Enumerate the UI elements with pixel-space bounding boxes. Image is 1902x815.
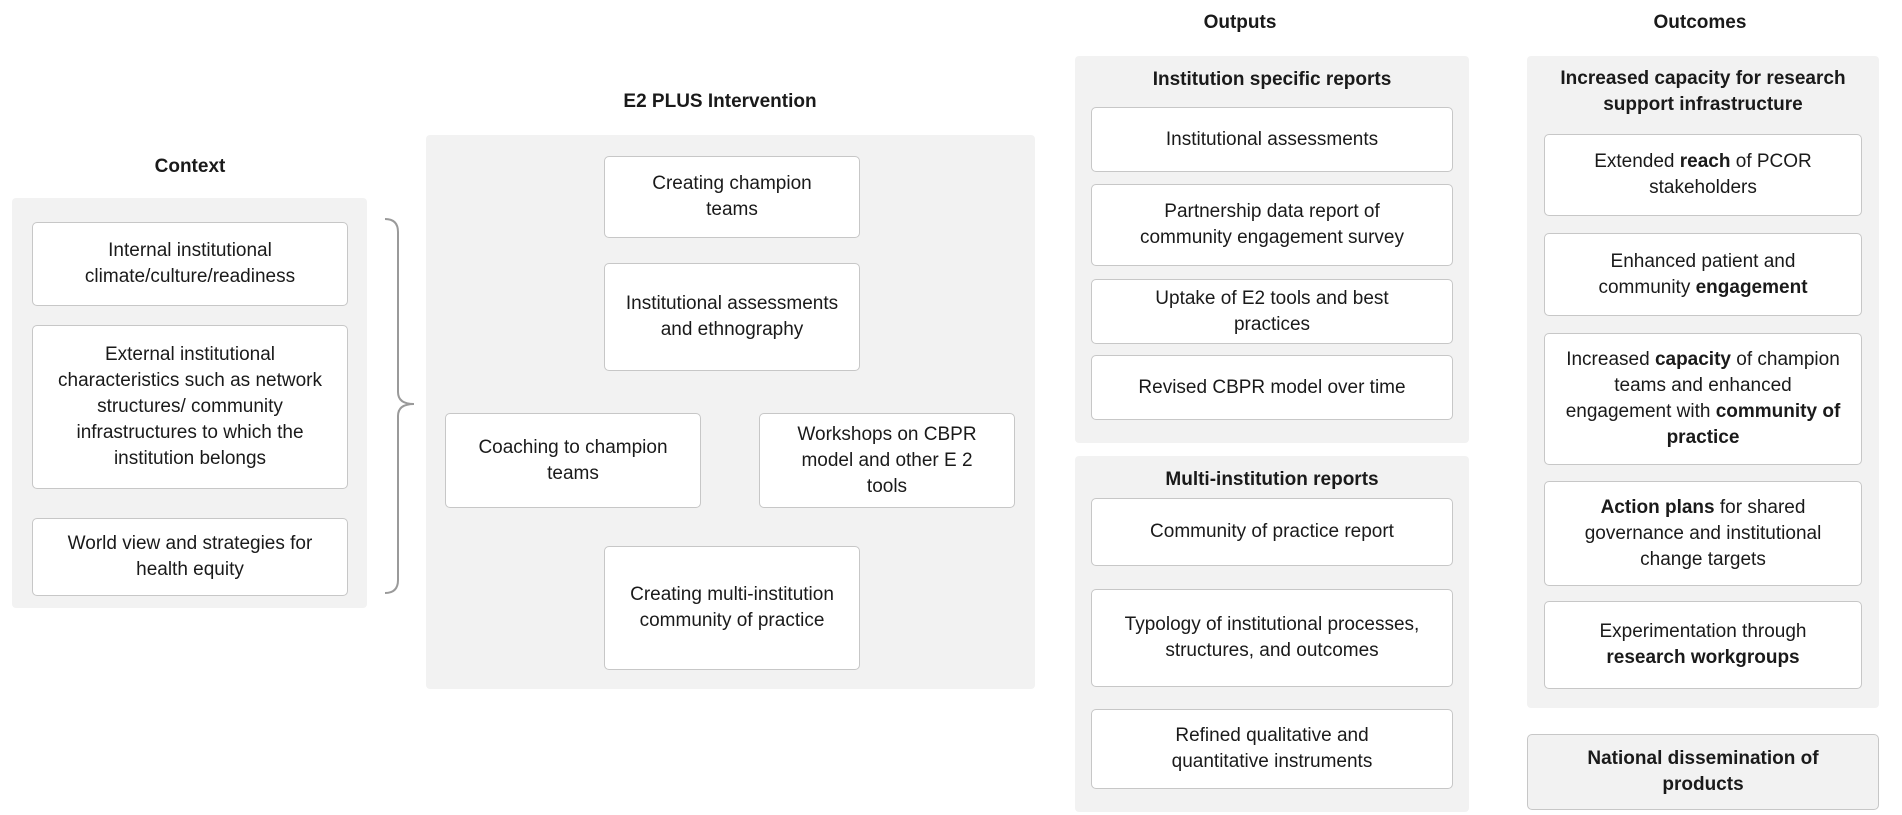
intervention-assessments: Institutional assessments and ethnograph… [604, 263, 860, 371]
output-uptake-e2-tools: Uptake of E2 tools and best practices [1091, 279, 1453, 344]
outcomes-heading: Outcomes [1653, 12, 1747, 33]
outcome-increased-capacity: Increased capacity of champion teams and… [1544, 333, 1862, 465]
outcome-national-dissemination: National dissemination of products [1527, 734, 1879, 810]
institution-reports-heading: Institution specific reports [1152, 69, 1392, 90]
output-typology: Typology of institutional processes, str… [1091, 589, 1453, 687]
outcome-enhanced-engagement: Enhanced patient and community engagemen… [1544, 233, 1862, 316]
outcome-extended-reach: Extended reach of PCOR stakeholders [1544, 134, 1862, 216]
outcome-action-plans: Action plans for shared governance and i… [1544, 481, 1862, 586]
context-bracket [384, 218, 415, 594]
context-heading: Context [154, 156, 226, 177]
capacity-heading: Increased capacity for research support … [1560, 68, 1846, 115]
intervention-community: Creating multi-institution community of … [604, 546, 860, 670]
multi-reports-heading: Multi-institution reports [1165, 469, 1379, 490]
output-partnership-data-report: Partnership data report of community eng… [1091, 184, 1453, 266]
context-item-worldview: World view and strategies for health equ… [32, 518, 348, 596]
context-item-internal: Internal institutional climate/culture/r… [32, 222, 348, 306]
output-refined-instruments: Refined qualitative and quantitative ins… [1091, 709, 1453, 789]
outcome-experimentation: Experimentation through research workgro… [1544, 601, 1862, 689]
output-community-practice-report: Community of practice report [1091, 498, 1453, 566]
output-revised-cbpr-model: Revised CBPR model over time [1091, 355, 1453, 420]
intervention-heading: E2 PLUS Intervention [623, 91, 817, 112]
intervention-coaching: Coaching to champion teams [445, 413, 701, 508]
intervention-champion-teams: Creating champion teams [604, 156, 860, 238]
output-institutional-assessments: Institutional assessments [1091, 107, 1453, 172]
intervention-workshops: Workshops on CBPR model and other E 2 to… [759, 413, 1015, 508]
context-item-external: External institutional characteristics s… [32, 325, 348, 489]
outputs-heading: Outputs [1203, 12, 1277, 33]
